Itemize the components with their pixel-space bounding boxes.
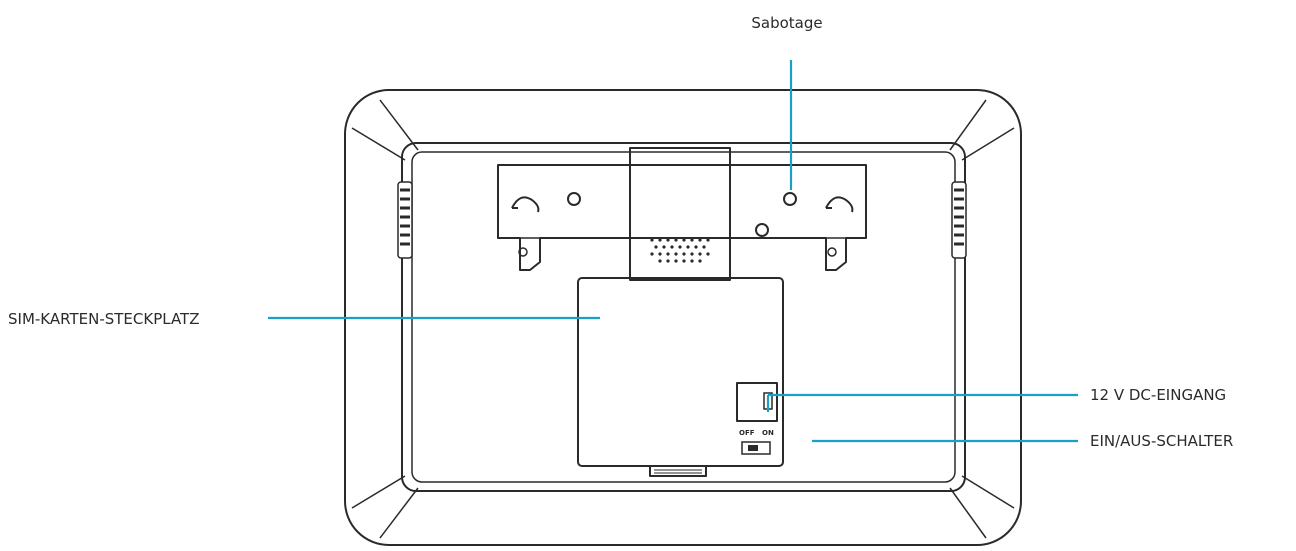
hook-right xyxy=(825,196,854,213)
power-switch: OFF ON xyxy=(739,429,774,455)
bevel-line-bl2 xyxy=(379,487,419,539)
bevel-line-tl xyxy=(379,99,419,151)
label-power-switch: EIN/AUS-SCHALTER xyxy=(1090,432,1233,450)
label-tamper: Sabotage xyxy=(751,14,822,32)
bevel-line-br xyxy=(961,475,1015,509)
cover-latch xyxy=(649,465,707,477)
bevel-line-br2 xyxy=(949,487,987,539)
switch-on-label: ON xyxy=(762,429,774,437)
left-vent xyxy=(397,181,413,259)
screw-hole-lower xyxy=(755,223,769,237)
hook-left xyxy=(511,196,540,213)
bevel-line-tl2 xyxy=(351,127,406,161)
stand-column xyxy=(629,147,731,281)
sim-compartment-cover xyxy=(577,277,784,477)
bevel-line-tr xyxy=(949,99,987,151)
switch-off-label: OFF xyxy=(739,429,755,437)
mounting-bracket xyxy=(497,164,867,271)
speaker-grille xyxy=(650,238,710,263)
bevel-line-bl xyxy=(351,475,406,509)
device-housing xyxy=(344,89,1022,546)
dc-jack xyxy=(736,382,778,422)
label-dc-input: 12 V DC-EINGANG xyxy=(1090,386,1226,404)
screw-hole-left xyxy=(567,192,581,206)
leader-lines xyxy=(268,60,1078,443)
right-vent xyxy=(951,181,967,259)
bevel-line-tr2 xyxy=(961,127,1015,161)
tamper-sensor xyxy=(783,192,797,206)
label-sim-slot: SIM-KARTEN-STECKPLATZ xyxy=(8,310,200,328)
